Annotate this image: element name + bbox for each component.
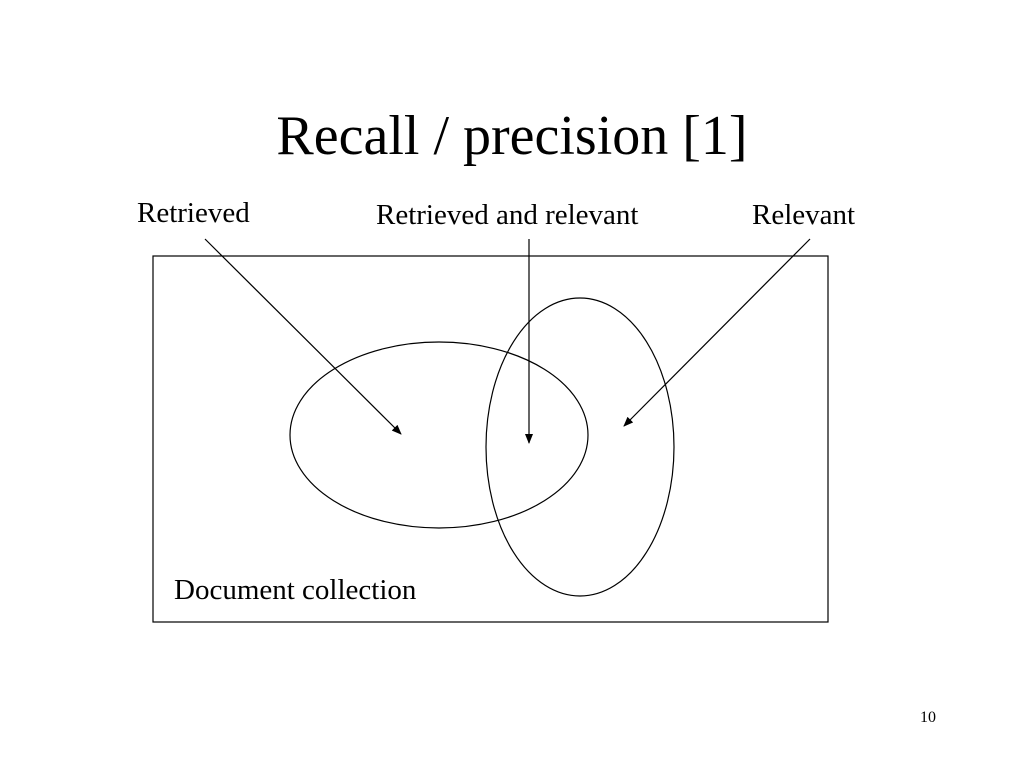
slide-title: Recall / precision [1] bbox=[276, 105, 748, 167]
retrieved-and-relevant-label: Retrieved and relevant bbox=[376, 199, 639, 231]
relevant-label: Relevant bbox=[752, 199, 856, 231]
document-collection-box bbox=[152, 255, 829, 623]
relevant-arrow bbox=[623, 238, 811, 427]
retrieved-arrow bbox=[204, 238, 402, 435]
page-number: 10 bbox=[920, 709, 936, 726]
relevant-set-ellipse bbox=[485, 297, 675, 597]
document-collection-label: Document collection bbox=[174, 574, 417, 606]
retrieved-set-ellipse bbox=[289, 341, 589, 529]
retrieved-label: Retrieved bbox=[137, 197, 250, 229]
